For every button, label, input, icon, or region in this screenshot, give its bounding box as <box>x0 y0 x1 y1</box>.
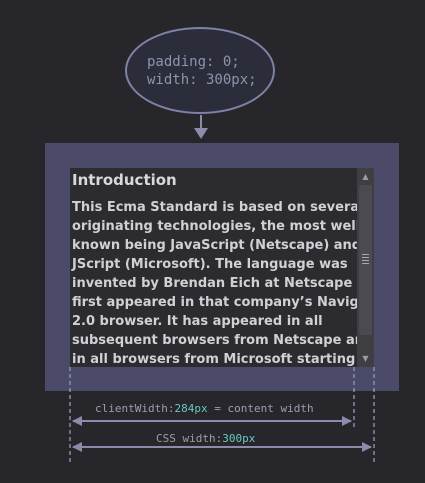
callout-padding-text: padding: 0; <box>147 53 240 70</box>
client-width-label: clientWidth:284px = content width <box>95 402 314 415</box>
callout-pointer-arrowhead <box>194 128 208 139</box>
css-width-value: 300px <box>222 432 256 445</box>
content-line: originating technologies, the most well <box>72 219 361 234</box>
content-line: known being JavaScript (Netscape) and <box>72 238 362 253</box>
vertical-scrollbar[interactable]: ▲ ▼ <box>357 168 374 367</box>
client-width-value: 284px <box>174 402 208 415</box>
scrollbar-grip-icon <box>362 254 369 264</box>
scrollbar-thumb[interactable] <box>359 185 372 335</box>
scrollable-element[interactable]: Introduction This Ecma Standard is based… <box>70 168 374 367</box>
content-line: first appeared in that company’s Navigat… <box>72 295 374 310</box>
element-content: Introduction This Ecma Standard is based… <box>72 168 374 367</box>
content-line: invented by Brendan Eich at Netscape and <box>72 276 374 291</box>
scroll-up-arrow-icon[interactable]: ▲ <box>362 172 369 181</box>
content-line: 2.0 browser. It has appeared in all <box>72 314 323 329</box>
content-line: This Ecma Standard is based on several <box>72 200 364 215</box>
content-paragraph: This Ecma Standard is based on several o… <box>72 198 374 367</box>
callout-width-text: width: 300px; <box>147 71 257 88</box>
content-line: JScript (Microsoft). The language was <box>72 257 348 272</box>
css-callout-ellipse: padding: 0; width: 300px; <box>125 27 275 114</box>
content-line: in all browsers from Microsoft starting … <box>72 352 374 367</box>
scroll-down-arrow-icon[interactable]: ▼ <box>362 354 369 363</box>
client-width-prefix: clientWidth: <box>95 402 175 415</box>
client-width-suffix: = content width <box>207 402 314 415</box>
content-heading: Introduction <box>72 171 177 189</box>
css-width-prefix: CSS width: <box>156 432 223 445</box>
css-width-label: CSS width:300px <box>156 432 255 445</box>
content-line: subsequent browsers from Netscape and <box>72 333 374 348</box>
